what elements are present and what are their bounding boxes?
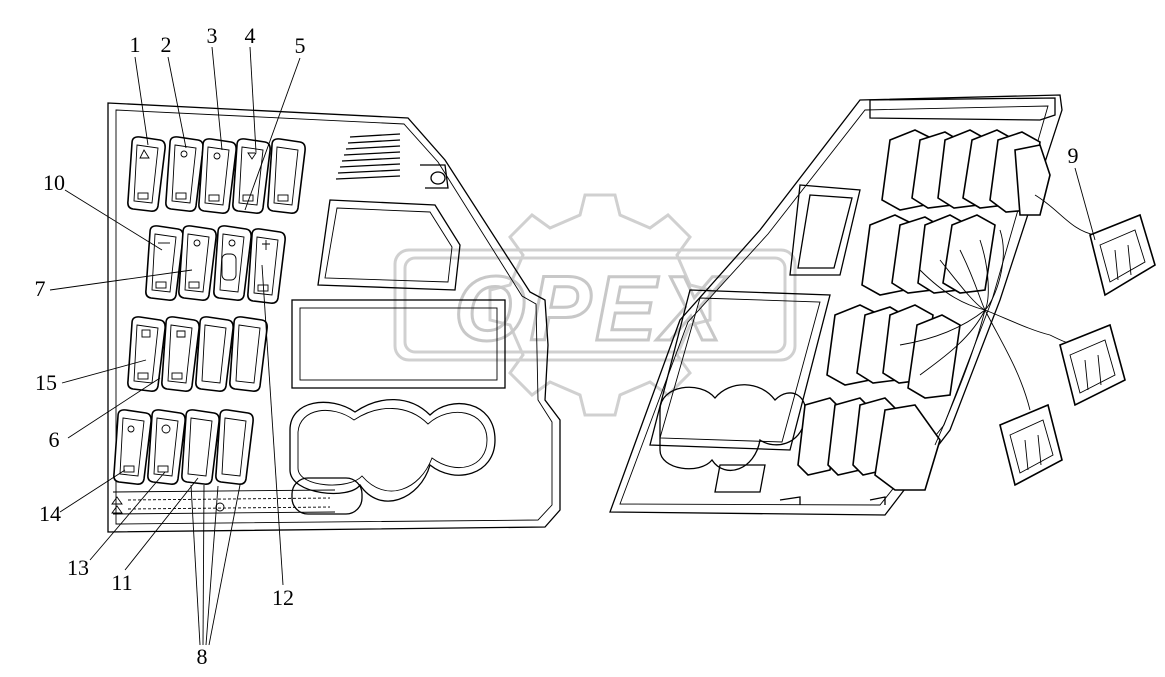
switch-blank-3a[interactable] <box>195 316 234 392</box>
connector-plug-3 <box>999 403 1063 487</box>
mirror-heat-icon <box>176 330 186 338</box>
callout-7: 7 <box>35 276 46 301</box>
rear-switch-row-3 <box>826 304 961 399</box>
callout-3: 3 <box>207 23 218 48</box>
watermark-banner-inner <box>403 256 787 354</box>
callout-1: 1 <box>130 32 141 57</box>
switch-5[interactable] <box>267 138 306 214</box>
watermark-logo: OPEX <box>393 193 797 417</box>
switch-row-2 <box>145 225 286 304</box>
rear-cutout <box>789 184 861 276</box>
connector-plugs <box>999 213 1156 487</box>
display-window-inner <box>299 307 498 381</box>
gauge-openings <box>289 398 496 502</box>
watermark-gear-icon <box>488 193 712 417</box>
rear-switch-bodies <box>779 129 1051 505</box>
callout-9: 9 <box>1068 143 1079 168</box>
switch-blank-3b[interactable] <box>229 316 268 392</box>
upper-cutout <box>317 199 461 291</box>
switch-blank-4a[interactable] <box>181 409 220 485</box>
display-window <box>291 299 506 389</box>
switch-13[interactable] <box>147 409 186 485</box>
top-flange <box>869 97 1056 121</box>
light-icon <box>228 239 236 247</box>
switch-row-4 <box>113 409 254 485</box>
switch-14[interactable] <box>113 409 152 485</box>
rear-gauge-openings <box>659 384 807 471</box>
rear-fog-icon <box>213 152 221 160</box>
seat-heat-icon <box>141 329 151 338</box>
switch-7[interactable] <box>178 225 217 301</box>
watermark-banner <box>393 248 797 362</box>
callout-6: 6 <box>49 427 60 452</box>
rotary-knob[interactable] <box>221 253 237 281</box>
rear-switch-row-1 <box>881 129 1051 216</box>
switch-2[interactable] <box>165 136 204 212</box>
rear-display-window <box>649 289 831 451</box>
callout-5: 5 <box>295 33 306 58</box>
lower-slot <box>291 477 363 515</box>
front-panel-inner-edge <box>115 109 553 525</box>
callout-2: 2 <box>161 32 172 57</box>
callout-4: 4 <box>245 23 256 48</box>
switch-blank-4b[interactable] <box>215 409 254 485</box>
switch-15[interactable] <box>127 316 166 392</box>
callout-labels: 1 2 3 4 5 10 7 15 6 14 13 11 8 12 9 <box>35 23 1079 669</box>
callout-14: 14 <box>39 501 61 526</box>
fog-light-icon <box>180 150 188 158</box>
beacon-icon <box>247 152 257 160</box>
switch-4[interactable] <box>232 138 271 214</box>
mount-hole <box>430 171 446 185</box>
front-panel-outline <box>107 102 561 533</box>
watermark-text: OPEX <box>454 258 726 360</box>
hazard-icon <box>139 149 150 159</box>
mount-lug <box>420 164 449 189</box>
switch-1[interactable] <box>127 136 166 212</box>
switch-row-1 <box>127 136 306 214</box>
switch-row-3 <box>127 316 268 392</box>
callout-11: 11 <box>111 570 132 595</box>
switch-6[interactable] <box>161 316 200 392</box>
switch-rotary[interactable] <box>213 225 252 301</box>
vent-grille <box>335 133 401 180</box>
warning-strip <box>111 489 336 515</box>
callout-15: 15 <box>35 370 57 395</box>
callout-10: 10 <box>43 170 65 195</box>
switch-12[interactable] <box>247 228 286 304</box>
wiper-icon <box>262 240 270 250</box>
connector-plug-2 <box>1059 323 1126 407</box>
front-panel <box>107 102 561 533</box>
work-light-icon <box>193 239 201 247</box>
wiring-harness <box>899 194 1096 446</box>
callout-13: 13 <box>67 555 89 580</box>
callout-8: 8 <box>197 644 208 669</box>
rear-switch-row-2 <box>861 214 996 296</box>
switch-10[interactable] <box>145 225 184 301</box>
rear-lower-slot <box>714 464 766 493</box>
connector-plug-1 <box>1089 213 1156 297</box>
leader-lines <box>49 46 1096 646</box>
callout-12: 12 <box>272 585 294 610</box>
diff-lock-icon <box>127 425 135 433</box>
switch-3[interactable] <box>198 138 237 214</box>
rear-switch-row-4 <box>797 397 941 491</box>
axle-icon <box>161 424 171 434</box>
